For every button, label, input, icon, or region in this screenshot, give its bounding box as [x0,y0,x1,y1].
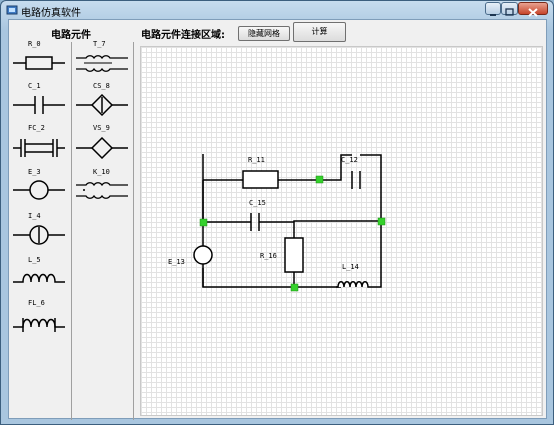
palette-label-c1: C_1 [28,82,41,90]
node-marker[interactable] [290,283,299,292]
palette-label-r0: R_0 [28,40,41,48]
c12-capacitor[interactable]: C_12 [341,156,361,189]
connection-area-title: 电路元件连接区域: [141,30,225,41]
transformer-icon[interactable] [76,52,128,74]
palette-label-fc2: FC_2 [28,124,45,132]
calculate-button[interactable]: 计算 [293,22,346,42]
e13-voltage-source[interactable]: E_13 [168,245,213,266]
hide-grid-button[interactable]: 隐藏网格 [238,26,290,41]
nodes [199,175,386,292]
c12-label: C_12 [341,156,358,164]
minimize-icon [490,14,496,16]
palette-label-t7: T_7 [93,40,106,48]
maximize-icon [505,8,514,16]
current-source-icon[interactable] [13,224,65,246]
capacitor-icon[interactable] [13,94,65,116]
palette-label-i4: I_4 [28,212,41,220]
palette-border [133,42,134,420]
client-area: 电路元件 R_0 C_1 FC_2 E_3 I_4 L_5 FL_6 [8,19,547,420]
c15-capacitor[interactable]: C_15 [249,199,266,231]
core-inductor-icon[interactable] [13,312,65,334]
c15-label: C_15 [249,199,266,207]
r16-resistor[interactable]: R_16 [260,237,304,273]
circuit-canvas[interactable]: R_11 C_12 C_15 E_13 R_16 [140,46,543,416]
circuit-diagram: R_11 C_12 C_15 E_13 R_16 [168,154,386,292]
coupled-inductor-icon[interactable] [76,179,128,201]
r11-resistor[interactable]: R_11 [242,156,279,189]
l14-inductor[interactable]: L_14 [336,263,373,288]
palette-label-k10: K_10 [93,168,110,176]
palette-label-l5: L_5 [28,256,41,264]
app-icon [6,5,18,15]
palette-label-vs9: VS_9 [93,124,110,132]
node-marker[interactable] [199,218,208,227]
node-marker[interactable] [315,175,324,184]
l14-label: L_14 [342,263,359,271]
maximize-button[interactable] [501,2,518,16]
palette-divider [71,42,72,420]
minimize-button[interactable] [485,2,501,16]
double-capacitor-icon[interactable] [13,137,65,159]
close-icon [528,8,538,17]
inductor-icon[interactable] [13,267,65,289]
palette-title: 电路元件 [51,30,91,41]
palette-label-fl6: FL_6 [28,299,45,307]
palette-label-e3: E_3 [28,168,41,176]
controlled-voltage-source-icon[interactable] [76,137,128,159]
resistor-icon[interactable] [13,52,65,74]
title-bar[interactable]: 电路仿真软件 [1,1,553,19]
voltage-source-icon[interactable] [13,179,65,201]
close-button[interactable] [518,2,548,17]
r16-label: R_16 [260,252,277,260]
controlled-current-source-icon[interactable] [76,94,128,116]
e13-label: E_13 [168,258,185,266]
palette-label-cs8: CS_8 [93,82,110,90]
node-marker[interactable] [377,217,386,226]
window-title: 电路仿真软件 [21,8,81,19]
r11-label: R_11 [248,156,265,164]
